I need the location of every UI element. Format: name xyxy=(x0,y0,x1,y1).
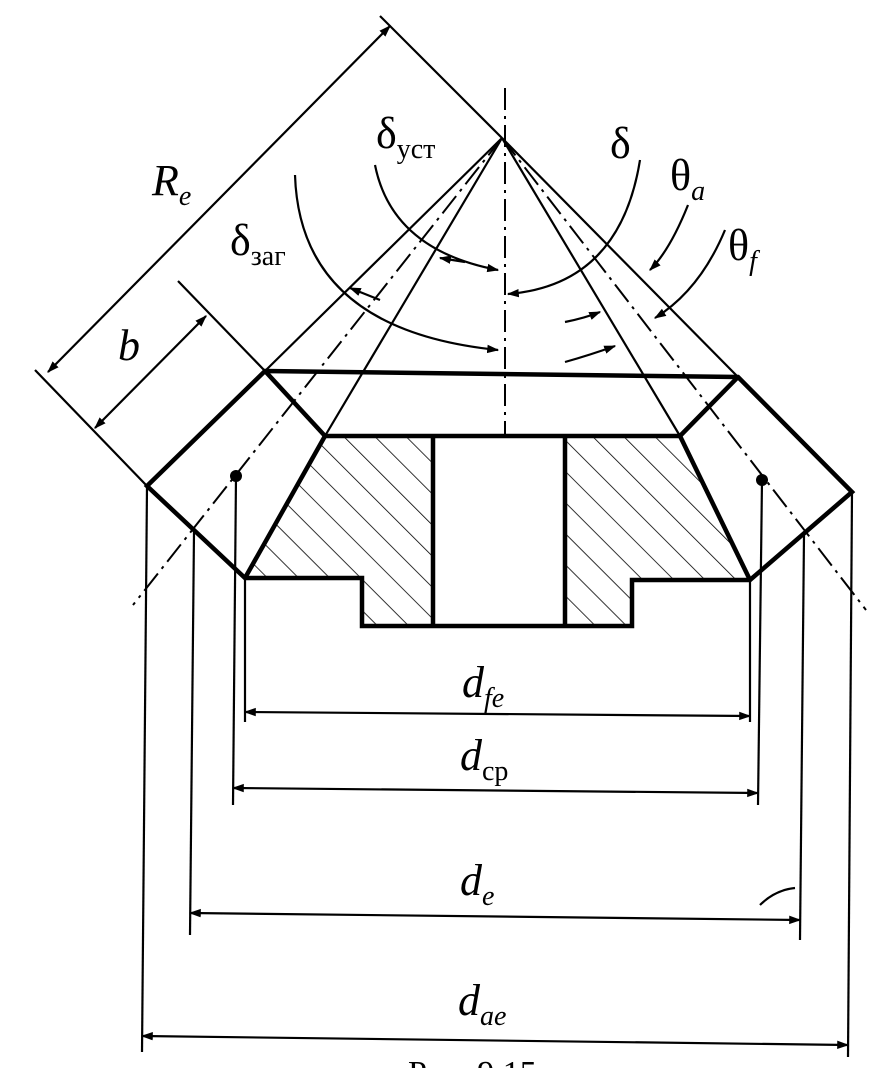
ext-de-left xyxy=(188,531,196,936)
left-flank xyxy=(243,434,327,580)
gear-hub-section xyxy=(245,436,750,626)
label-Re: Re xyxy=(151,156,191,212)
small-arc-mark xyxy=(759,886,796,906)
left-inner-edge xyxy=(263,369,327,438)
label-theta-f: θf xyxy=(728,221,760,277)
right-root-cone-line xyxy=(501,137,681,437)
label-d-fe: dfe xyxy=(462,658,504,714)
ext-de-right xyxy=(798,534,806,941)
arc-delta-ust xyxy=(373,164,500,273)
dim-Re xyxy=(47,25,391,373)
arc-theta-a-tail xyxy=(564,310,602,324)
label-delta-ust: δуст xyxy=(376,109,435,165)
arc-theta-a xyxy=(649,204,690,271)
ext-dcp-right xyxy=(756,479,764,806)
label-d-e: de xyxy=(460,856,494,912)
right-hatched-section xyxy=(565,436,750,626)
label-d-ae: dae xyxy=(458,976,506,1032)
gear-outline xyxy=(143,368,856,629)
labels: Re b δуст δ δзаг θa θf dfe dср de dae Ри… xyxy=(118,109,760,1068)
dim-dae xyxy=(140,1031,850,1050)
ext-b-upper xyxy=(177,280,266,372)
label-delta-zag: δзаг xyxy=(230,216,286,272)
dim-dfe xyxy=(243,707,752,721)
label-theta-a: θa xyxy=(670,151,705,207)
arc-theta-f xyxy=(653,229,727,319)
arc-delta xyxy=(506,159,642,298)
dim-b xyxy=(94,315,207,429)
left-root-cone-line xyxy=(324,137,503,437)
bore xyxy=(433,438,565,624)
right-inner-edge xyxy=(678,375,740,438)
figure-caption: Рис. 9.15 xyxy=(408,1055,537,1068)
outer-contour xyxy=(143,368,856,629)
arc-delta-ust-tail xyxy=(438,255,466,264)
ext-dae-left xyxy=(140,485,149,1053)
label-d-cp: dср xyxy=(460,731,508,787)
dimension-lines xyxy=(47,25,850,1050)
ext-Re-lower xyxy=(34,369,148,487)
label-delta: δ xyxy=(610,119,631,168)
right-outer-cone-line xyxy=(501,137,739,378)
arc-theta-f-tail xyxy=(564,344,617,364)
label-b: b xyxy=(118,321,140,370)
angle-arcs xyxy=(293,159,796,906)
cone-distance-extension xyxy=(379,15,503,139)
right-flank xyxy=(677,435,753,581)
ext-dae-right xyxy=(846,491,854,1058)
extension-lines xyxy=(34,280,854,1058)
dim-de xyxy=(188,908,802,925)
arc-delta-zag-tail xyxy=(348,286,381,302)
ext-dcp-left xyxy=(231,475,238,806)
dim-dcp xyxy=(231,783,760,798)
arc-delta-zag xyxy=(293,174,500,354)
